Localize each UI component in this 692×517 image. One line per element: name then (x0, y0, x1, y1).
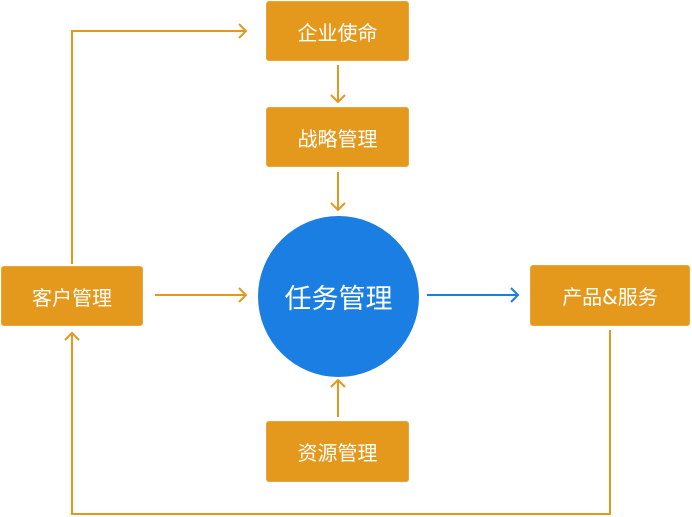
edge-customer-mission (71, 30, 246, 264)
node-center: 任务管理 (258, 216, 419, 377)
arrowhead (238, 23, 248, 39)
node-customer: 客户管理 (1, 266, 143, 326)
arrowhead (330, 94, 346, 104)
arrowhead (510, 287, 520, 303)
edge-product-customer (71, 330, 611, 515)
arrowhead (64, 331, 80, 341)
node-mission: 企业使命 (266, 1, 409, 61)
arrowhead (330, 202, 346, 212)
node-resource: 资源管理 (266, 421, 409, 482)
arrowhead (330, 378, 346, 388)
node-strategy: 战略管理 (266, 107, 409, 167)
node-product: 产品&服务 (530, 265, 690, 326)
arrowhead (238, 287, 248, 303)
